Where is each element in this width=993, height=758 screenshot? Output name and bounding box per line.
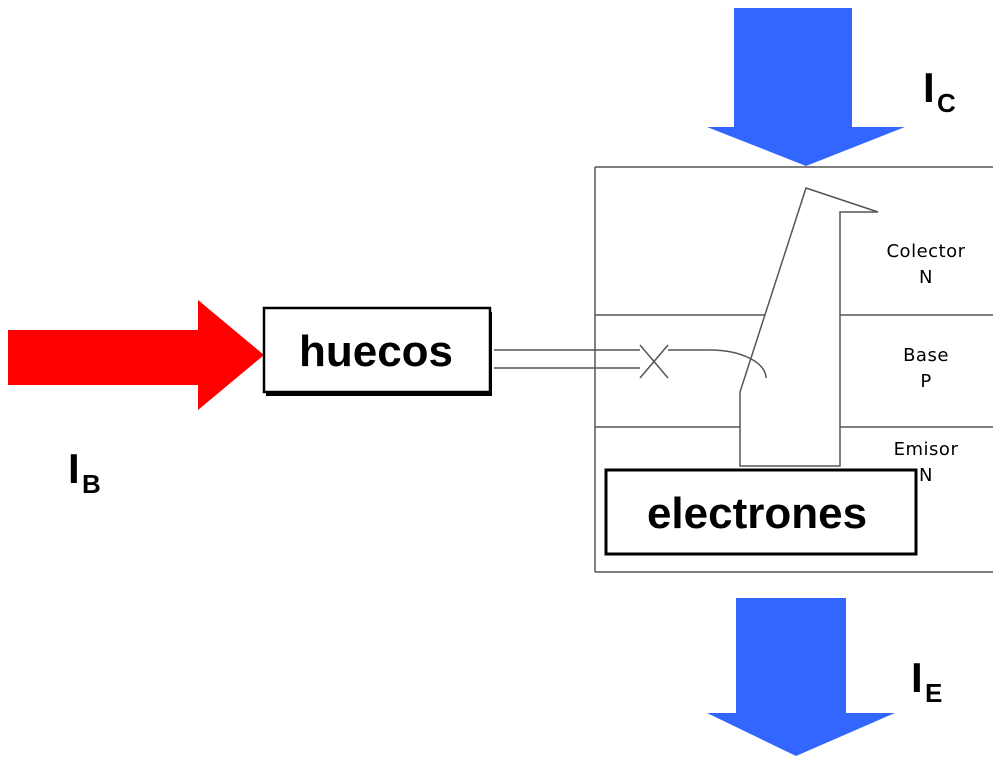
transistor-body (594, 166, 993, 573)
base-current-label: I B (68, 445, 101, 499)
collector-region-type: N (919, 267, 933, 288)
collector-current-sub: C (937, 88, 956, 118)
base-region-name: Base (903, 345, 949, 366)
hole-path (494, 344, 767, 379)
emitter-region-name: Emisor (894, 439, 959, 460)
base-current-sub: B (82, 469, 101, 499)
base-region-type: P (920, 371, 931, 392)
holes-label: huecos (299, 327, 453, 376)
electron-flow-arrow (739, 187, 879, 467)
electrons-box: electrones (604, 468, 918, 556)
holes-box: huecos (262, 306, 492, 396)
emitter-current-letter: I (911, 654, 923, 701)
base-current-arrow (8, 300, 264, 410)
emitter-current-arrow (707, 598, 895, 756)
collector-current-label: I C (923, 64, 956, 118)
electrons-label: electrones (647, 489, 867, 538)
collector-region-name: Colector (886, 241, 965, 262)
base-current-letter: I (68, 445, 80, 492)
collector-current-letter: I (923, 64, 935, 111)
emitter-region-type: N (919, 465, 933, 486)
collector-current-arrow (707, 8, 905, 166)
emitter-current-label: I E (911, 654, 942, 708)
emitter-current-sub: E (925, 678, 942, 708)
